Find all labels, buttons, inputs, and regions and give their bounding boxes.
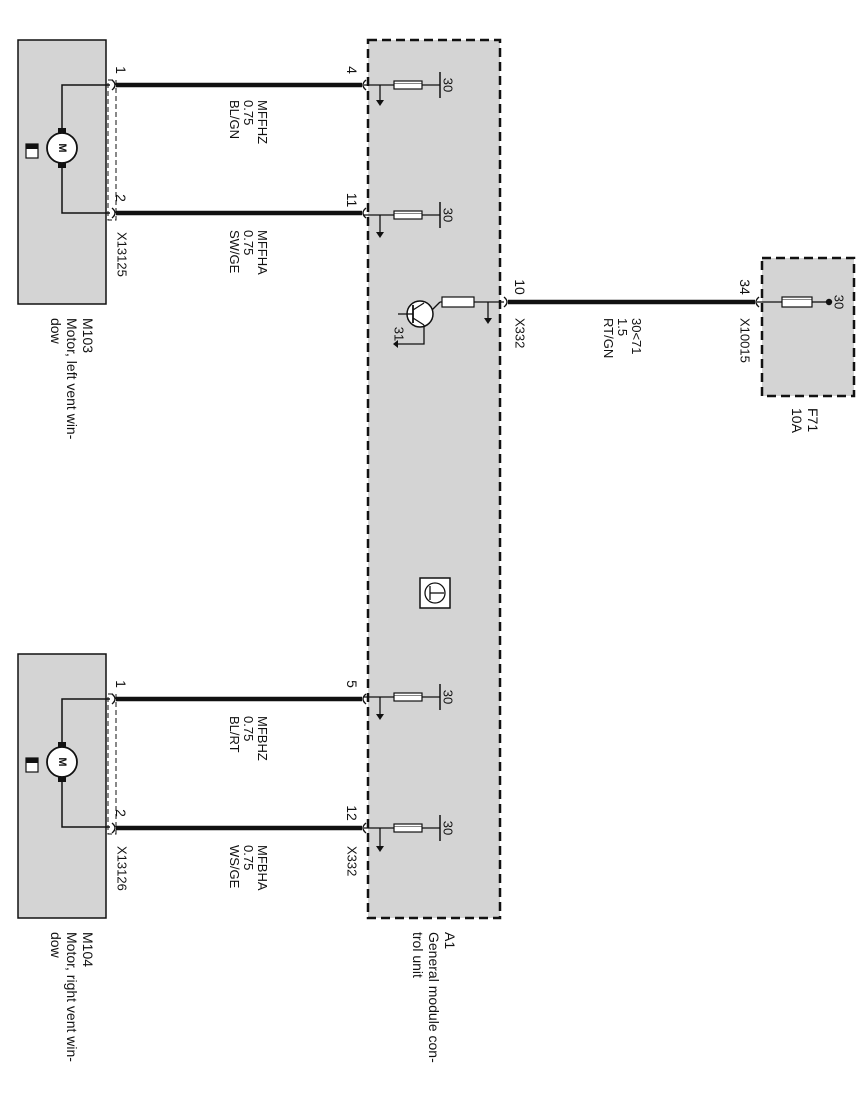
gm-name-line-1: General module con-	[426, 932, 442, 1063]
wire-mffha	[111, 207, 367, 219]
m104-designator: M104	[80, 932, 96, 967]
m104-name-line-1: Motor, right vent win-	[64, 932, 80, 1062]
gm-caption: A1 General module con- trol unit	[410, 932, 458, 1063]
m103-motor-letter: M	[56, 143, 68, 152]
wire-mfbhz-signal: MFBHZ	[255, 716, 270, 761]
wire-mffha-size: 0.75	[241, 230, 256, 255]
fuse-f71	[757, 256, 856, 398]
general-module-a1	[364, 38, 504, 920]
fuse-rating: 10A	[789, 408, 805, 434]
gm-term-30-pin-12: 30	[441, 821, 456, 835]
gm-supply-pin-10	[431, 296, 504, 324]
wire-supply-color: RT/GN	[601, 318, 616, 358]
wire-mffhz	[111, 79, 367, 91]
wire-mfbha-size: 0.75	[241, 845, 256, 870]
gm-name-line-2: trol unit	[410, 932, 426, 978]
gm-term-30-pin-11: 30	[441, 208, 456, 222]
wire-mfbhz-label: MFBHZ 0.75 BL/RT	[227, 716, 270, 761]
wire-supply-signal: 30<71	[629, 318, 644, 355]
gm-designator: A1	[442, 932, 458, 949]
m104-pin-2-label: 2	[113, 809, 129, 817]
wire-mfbha-label: MFBHA 0.75 WS/GE	[227, 845, 270, 891]
m103-pin-1-label: 1	[113, 66, 129, 74]
m104-ground-icon	[25, 757, 39, 773]
gm-term-30-pin-5: 30	[441, 690, 456, 704]
m104-pin-1-label: 1	[113, 680, 129, 688]
control-unit-icon	[419, 577, 451, 609]
motor-m103: M	[17, 39, 117, 305]
wire-mffhz-signal: MFFHZ	[255, 100, 270, 144]
wire-mfbhz-color: BL/RT	[227, 716, 242, 753]
wire-supply	[503, 296, 760, 308]
m103-pin-2-label: 2	[113, 194, 129, 202]
gm-input-pin-11	[364, 202, 441, 238]
wire-mffha-signal: MFFHA	[255, 230, 270, 275]
m104-internal-wiring	[61, 698, 110, 828]
transistor-icon	[393, 300, 434, 348]
m103-ground-icon	[25, 143, 39, 159]
gm-input-pin-12	[364, 815, 441, 852]
m103-internal-wiring	[61, 84, 110, 214]
fuse-housing	[760, 256, 856, 398]
wire-mffhz-size: 0.75	[241, 100, 256, 125]
m104-caption: M104 Motor, right vent win- dow	[48, 932, 96, 1062]
m103-caption: M103 Motor, left vent win- dow	[48, 318, 96, 440]
gm-pin-12-label: 12	[344, 805, 360, 821]
gm-pin-10-label: 10	[512, 279, 528, 295]
gm-connector-bottom-label: X332	[345, 846, 360, 876]
wire-mffhz-color: BL/GN	[227, 100, 242, 139]
fuse-term-30-label: 30	[832, 295, 847, 309]
m103-connector-label: X13125	[115, 232, 130, 277]
m104-connector-label: X13126	[115, 846, 130, 891]
gm-connector-top-label: X332	[513, 318, 528, 348]
fuse-pin-34-label: 34	[737, 279, 753, 295]
wire-supply-label: 30<71 1.5 RT/GN	[601, 318, 644, 358]
wire-mffhz-label: MFFHZ 0.75 BL/GN	[227, 100, 270, 144]
wire-mfbhz	[111, 693, 367, 705]
m104-motor-letter: M	[56, 757, 68, 766]
gm-input-pin-4	[364, 72, 441, 106]
gm-input-pin-5	[364, 684, 441, 720]
gm-pin-5-label: 5	[344, 680, 360, 688]
wire-mffha-label: MFFHA 0.75 SW/GE	[227, 230, 270, 275]
gm-pin-4-label: 4	[344, 66, 360, 74]
gm-ground-31-label: 31	[392, 327, 407, 341]
gm-housing	[366, 38, 502, 920]
motor-m104: M	[17, 653, 117, 919]
wire-mfbha-signal: MFBHA	[255, 845, 270, 891]
fuse-designator: F71	[805, 408, 821, 432]
wire-supply-size: 1.5	[615, 318, 630, 336]
fuse-caption: F71 10A	[789, 408, 821, 434]
gm-pin-11-label: 11	[344, 193, 360, 208]
wire-mfbha	[111, 822, 367, 834]
m104-name-line-2: dow	[48, 932, 64, 959]
m103-name-line-1: Motor, left vent win-	[64, 318, 80, 440]
fuse-connector-label: X10015	[738, 318, 753, 363]
wire-mfbha-color: WS/GE	[227, 845, 242, 889]
wire-mfbhz-size: 0.75	[241, 716, 256, 741]
m103-designator: M103	[80, 318, 96, 353]
gm-term-30-pin-4: 30	[441, 78, 456, 92]
wire-mffha-color: SW/GE	[227, 230, 242, 274]
m103-name-line-2: dow	[48, 318, 64, 345]
